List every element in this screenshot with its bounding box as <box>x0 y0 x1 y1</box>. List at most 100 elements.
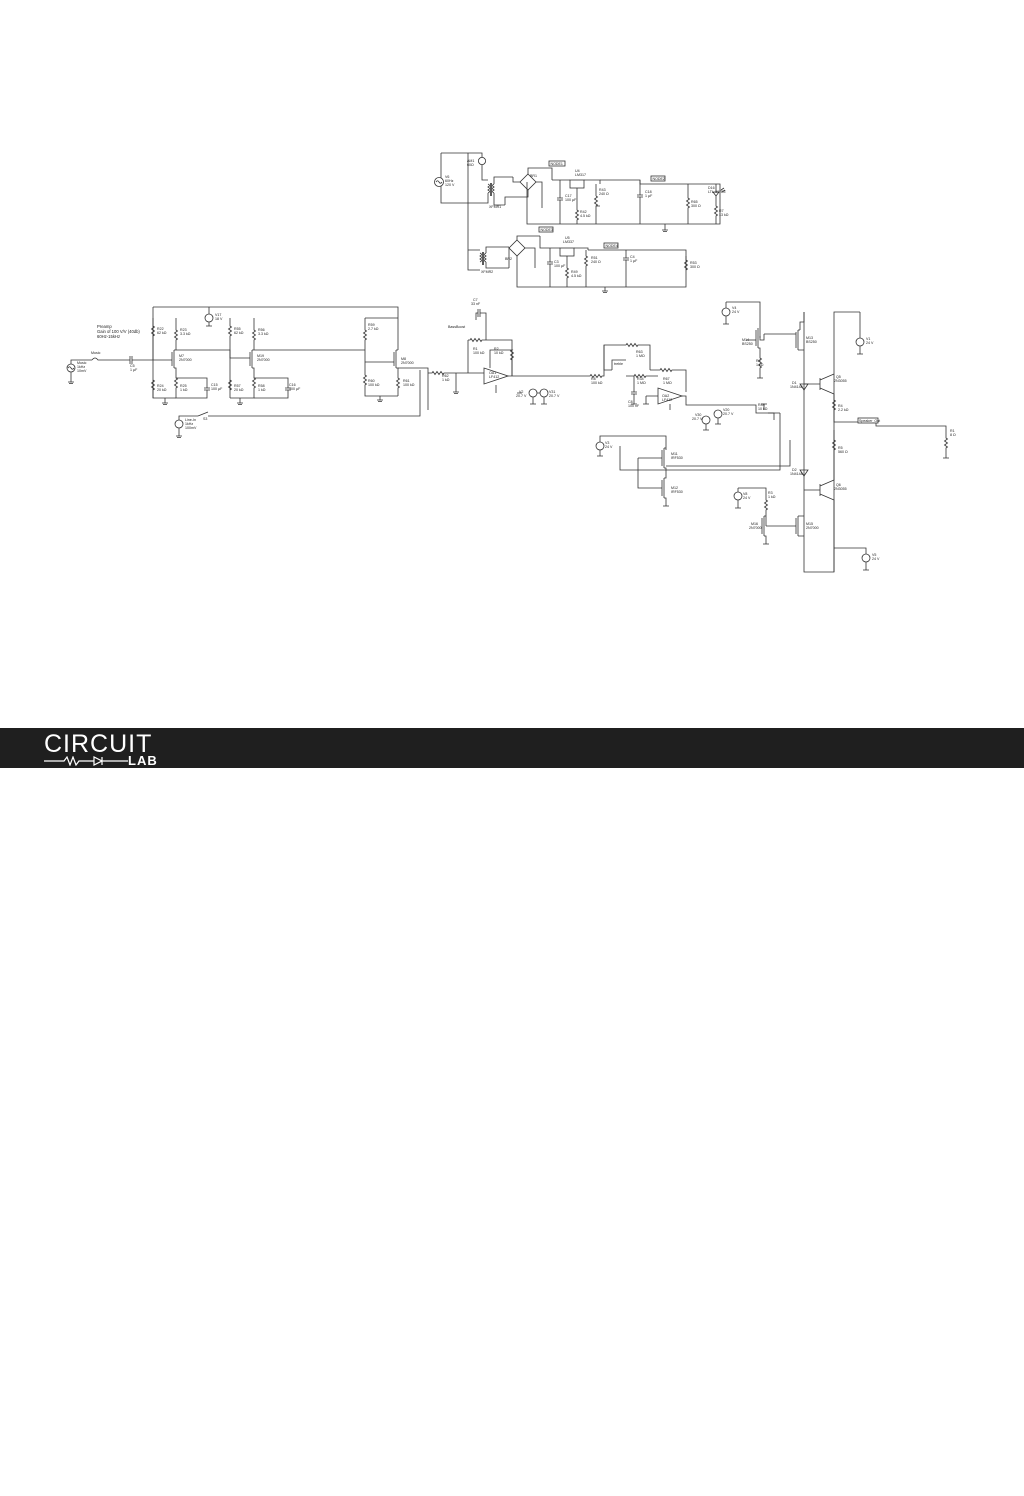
svg-text:1 kΩ: 1 kΩ <box>258 388 266 392</box>
svg-text:1 µF: 1 µF <box>630 259 638 263</box>
svg-text:V1: V1 <box>866 337 870 341</box>
svg-text:1 kΩ: 1 kΩ <box>768 495 776 499</box>
svg-text:R43: R43 <box>599 188 606 192</box>
svg-text:100 kΩ: 100 kΩ <box>403 383 415 387</box>
svg-text:100 kΩ: 100 kΩ <box>473 351 485 355</box>
svg-text:2N7000: 2N7000 <box>179 358 192 362</box>
svg-text:1N4148: 1N4148 <box>790 385 803 389</box>
svg-text:V30: V30 <box>695 413 701 417</box>
svg-text:NODE1: NODE1 <box>551 162 563 166</box>
svg-text:R55: R55 <box>234 327 241 331</box>
project-name[interactable]: Fixed Power amp <box>275 1458 399 1475</box>
svg-text:R2: R2 <box>494 347 499 351</box>
svg-text:M16: M16 <box>751 522 758 526</box>
svg-text:2N7000: 2N7000 <box>806 526 819 530</box>
svg-text:24 V: 24 V <box>866 341 874 345</box>
svg-text:Preamp: Preamp <box>97 324 112 329</box>
svg-text:2N3055: 2N3055 <box>834 379 847 383</box>
svg-text:2N7000: 2N7000 <box>257 358 270 362</box>
svg-text:M8: M8 <box>401 357 406 361</box>
svg-text:100 nF: 100 nF <box>628 404 640 408</box>
logo-waveform-icon <box>44 756 128 766</box>
svg-text:1N4148: 1N4148 <box>790 472 803 476</box>
svg-text:1kHz: 1kHz <box>185 422 193 426</box>
svg-text:D2: D2 <box>792 468 797 472</box>
svg-text:Gain of 100 V/V (40db): Gain of 100 V/V (40db) <box>97 329 140 334</box>
svg-text:120 V: 120 V <box>445 183 455 187</box>
svg-text:LF412: LF412 <box>662 398 672 402</box>
svg-text:M15: M15 <box>806 522 813 526</box>
footer-bar: CIRCUIT LAB remley / Fixed Power amp htt… <box>0 728 1024 1495</box>
svg-text:R24: R24 <box>157 384 164 388</box>
svg-text:560 Ω: 560 Ω <box>838 450 848 454</box>
svg-text:V17: V17 <box>215 313 221 317</box>
svg-text:R5: R5 <box>838 446 843 450</box>
svg-text:R25: R25 <box>180 384 187 388</box>
svg-text:R60: R60 <box>368 379 375 383</box>
svg-text:100 µF: 100 µF <box>554 264 566 268</box>
svg-text:D16: D16 <box>708 186 715 190</box>
svg-text:OA1: OA1 <box>489 371 496 375</box>
svg-text:Q6: Q6 <box>836 483 841 487</box>
svg-text:2N7000: 2N7000 <box>749 526 762 530</box>
svg-text:1 MΩ: 1 MΩ <box>663 381 672 385</box>
svg-text:20.7 V: 20.7 V <box>723 412 734 416</box>
svg-text:62 kΩ: 62 kΩ <box>234 331 244 335</box>
svg-text:Music: Music <box>91 351 101 355</box>
project-url[interactable]: http://circuitlab.com/cp2q645 <box>218 1478 409 1495</box>
svg-text:R42: R42 <box>580 210 587 214</box>
svg-text:100mV: 100mV <box>185 426 197 430</box>
svg-text:Line-In: Line-In <box>185 418 196 422</box>
author-link[interactable]: remley <box>218 1458 264 1475</box>
svg-text:S3: S3 <box>203 417 207 421</box>
svg-text:Speaker_Out: Speaker_Out <box>859 419 880 423</box>
svg-text:100 kΩ: 100 kΩ <box>368 383 380 387</box>
svg-text:C8: C8 <box>628 400 633 404</box>
output-section <box>595 301 949 573</box>
svg-text:BS250: BS250 <box>806 340 817 344</box>
logo-text-circuit: CIRCUIT <box>44 730 153 758</box>
svg-text:C18: C18 <box>645 190 652 194</box>
svg-text:BS250: BS250 <box>742 342 753 346</box>
svg-text:1 kΩ: 1 kΩ <box>442 378 450 382</box>
svg-text:4.5 kΩ: 4.5 kΩ <box>580 214 591 218</box>
svg-text:XFMR2: XFMR2 <box>481 270 493 274</box>
svg-text:V6: V6 <box>445 175 449 179</box>
svg-text:62 kΩ: 62 kΩ <box>157 331 167 335</box>
svg-text:20.7 V: 20.7 V <box>516 394 527 398</box>
svg-text:R6: R6 <box>756 359 761 363</box>
svg-text:R22: R22 <box>157 327 164 331</box>
svg-text:LTL-307EE: LTL-307EE <box>708 190 727 194</box>
svg-text:R51: R51 <box>591 256 598 260</box>
svg-text:U5: U5 <box>565 236 570 240</box>
svg-text:D1: D1 <box>792 381 797 385</box>
circuitlab-logo[interactable]: CIRCUIT LAB <box>44 731 184 767</box>
svg-text:NODE4: NODE4 <box>606 244 618 248</box>
svg-text:1 µF: 1 µF <box>130 368 138 372</box>
svg-text:18 V: 18 V <box>215 317 223 321</box>
svg-text:M12: M12 <box>671 486 678 490</box>
svg-text:C3: C3 <box>554 260 559 264</box>
svg-text:BassBoost: BassBoost <box>448 325 465 329</box>
svg-text:M11: M11 <box>671 452 678 456</box>
svg-text:1 MΩ: 1 MΩ <box>637 381 646 385</box>
svg-text:V2: V2 <box>519 390 523 394</box>
svg-text:10 kΩ: 10 kΩ <box>494 351 504 355</box>
svg-text:C5: C5 <box>130 364 135 368</box>
svg-text:IRF530: IRF530 <box>671 456 683 460</box>
svg-text:1 kΩ: 1 kΩ <box>756 363 764 367</box>
svg-text:20 kΩ: 20 kΩ <box>157 388 167 392</box>
svg-text:treble: treble <box>614 362 623 366</box>
circuit-schematic: AM1 60Ω V6 60Hz 120 V XFMR1 BR1 U4 LM317… <box>66 152 956 573</box>
svg-text:V20: V20 <box>723 408 729 412</box>
svg-text:R1: R1 <box>473 347 478 351</box>
svg-text:M7: M7 <box>179 354 184 358</box>
power-supply-section <box>434 152 726 293</box>
svg-text:33 nF: 33 nF <box>471 302 481 306</box>
svg-text:C15: C15 <box>211 383 218 387</box>
svg-text:2.7 kΩ: 2.7 kΩ <box>368 327 379 331</box>
svg-text:60Hz-15kHz: 60Hz-15kHz <box>97 334 120 339</box>
svg-text:240 Ω: 240 Ω <box>599 192 609 196</box>
svg-text:R61: R61 <box>403 379 410 383</box>
svg-text:24 V: 24 V <box>605 445 613 449</box>
